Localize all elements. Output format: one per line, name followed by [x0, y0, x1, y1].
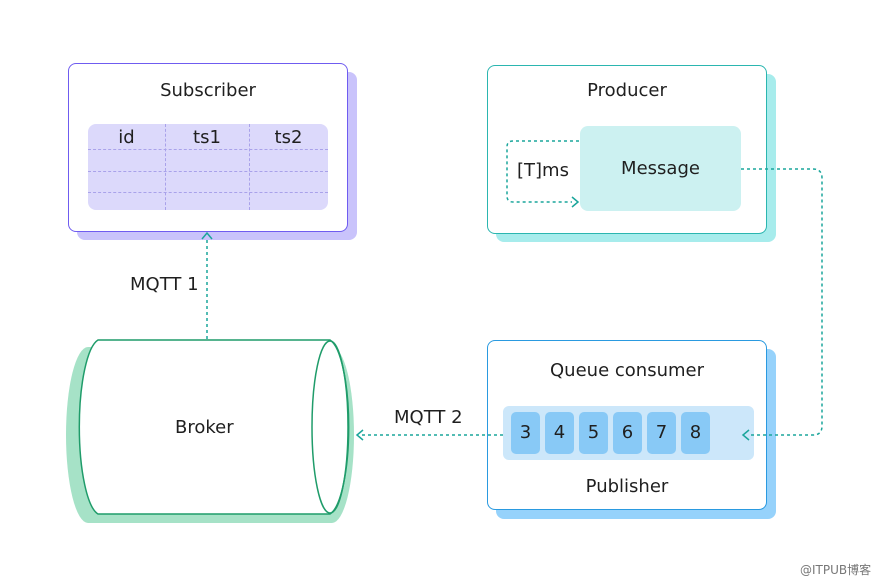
- subscriber-title: Subscriber: [160, 80, 256, 101]
- queue-item: 5: [579, 412, 608, 454]
- table-row-divider: [88, 192, 328, 193]
- mqtt1-label: MQTT 1: [130, 274, 199, 295]
- column-header-ts2: ts2: [274, 127, 303, 148]
- table-column-divider: [249, 124, 250, 210]
- queue-consumer-title: Queue consumer: [550, 360, 704, 381]
- queue-item: 3: [511, 412, 540, 454]
- queue-item: 4: [545, 412, 574, 454]
- timer-loop-connector: [506, 140, 579, 203]
- subscriber-table: id ts1 ts2: [88, 124, 328, 210]
- message-to-queue-arrowhead: [741, 429, 750, 441]
- watermark: @ITPUB博客: [800, 563, 872, 577]
- message-to-queue-connector: [741, 168, 823, 436]
- producer-title: Producer: [587, 80, 667, 101]
- subscriber-node: Subscriber id ts1 ts2: [68, 63, 348, 232]
- broker-end-cap: [311, 340, 349, 514]
- queue-item: 7: [647, 412, 676, 454]
- timer-loop-arrowhead: [571, 196, 580, 208]
- queue-strip: 3 4 5 6 7 8: [503, 406, 754, 460]
- queue-consumer-node: Queue consumer 3 4 5 6 7 8 Publisher: [487, 340, 767, 510]
- message-box: Message: [580, 126, 741, 211]
- producer-node: Producer Message: [487, 65, 767, 234]
- mqtt2-label: MQTT 2: [394, 407, 463, 428]
- publisher-label: Publisher: [585, 476, 669, 497]
- mqtt2-arrowhead: [355, 429, 364, 441]
- broker-label: Broker: [175, 417, 234, 438]
- queue-item: 6: [613, 412, 642, 454]
- table-row-divider: [88, 171, 328, 172]
- timer-label: [T]ms: [515, 160, 571, 181]
- table-row-divider: [88, 149, 328, 150]
- mqtt1-arrowhead: [201, 231, 213, 240]
- table-column-divider: [165, 124, 166, 210]
- column-header-id: id: [118, 127, 135, 148]
- column-header-ts1: ts1: [193, 127, 221, 148]
- queue-item: 8: [681, 412, 710, 454]
